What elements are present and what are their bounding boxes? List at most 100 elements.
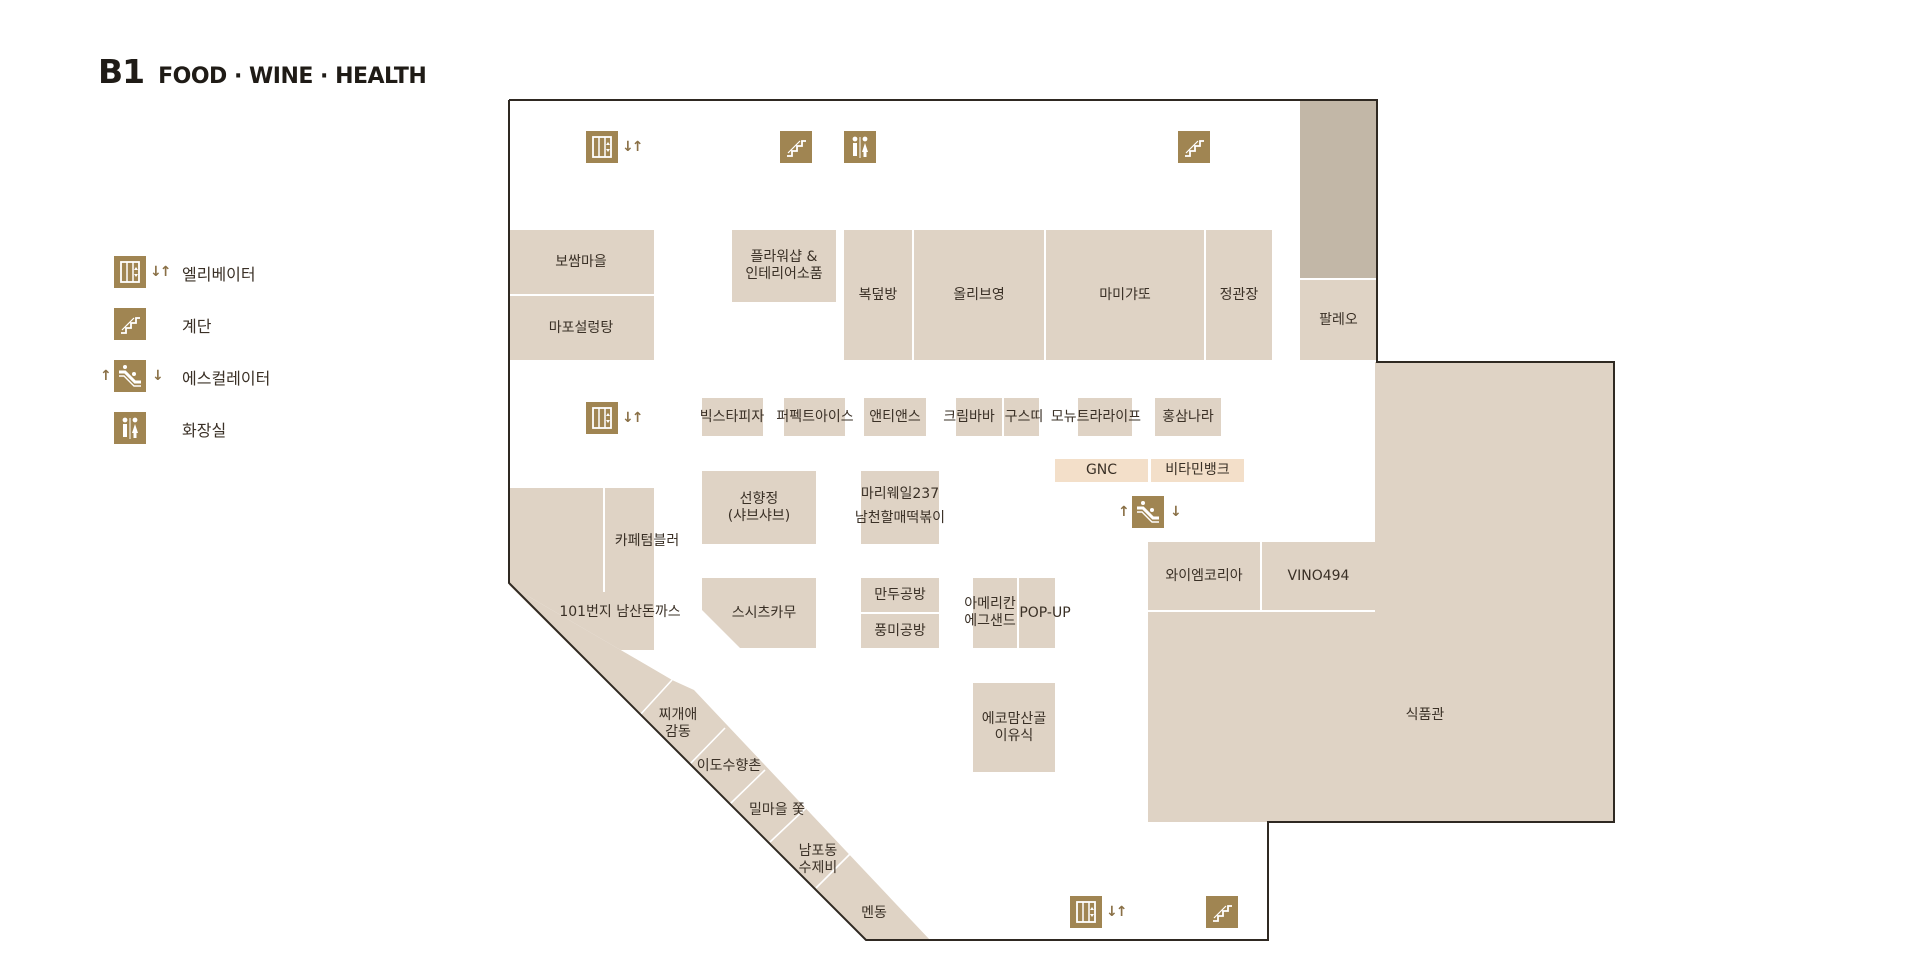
block-sushi: [702, 578, 816, 648]
store-monew[interactable]: 모뉴트라라이프: [1050, 408, 1142, 425]
block-mari: [861, 471, 939, 544]
store-american[interactable]: 아메리칸 에그샌드: [964, 596, 1016, 629]
store-mapo[interactable]: 마포설렁탕: [548, 319, 614, 336]
store-vino[interactable]: VINO494: [1287, 567, 1350, 584]
divider: [729, 769, 766, 805]
up-down-arrow-icon: ↓↑: [150, 264, 172, 280]
store-donkatsu[interactable]: 101번지 남산돈까스: [559, 603, 681, 620]
divider: [689, 727, 726, 765]
floor-title: B1 FOOD · WINE · HEALTH: [98, 52, 427, 91]
block-gray: [1300, 100, 1377, 278]
store-olive[interactable]: 올리브영: [953, 286, 1005, 303]
stairs-icon: [780, 131, 812, 163]
block-donkatsu: [509, 488, 672, 680]
block-food: [1148, 362, 1614, 822]
escalator-icon: [114, 360, 146, 392]
store-mandu[interactable]: 만두공방: [874, 586, 926, 603]
store-popup[interactable]: POP-UP: [1019, 604, 1071, 621]
block-cafe: [605, 488, 654, 592]
legend-restroom-label: 화장실: [182, 421, 227, 440]
stairs-icon: [1206, 896, 1238, 928]
block-krimbaba: [956, 398, 1002, 436]
block-flower: [732, 230, 836, 302]
block-popup: [1019, 578, 1055, 648]
elevator-icon: [586, 402, 618, 434]
elevator-icon: [1070, 896, 1102, 928]
block-mapo: [508, 296, 654, 360]
block-vitamin: [1151, 459, 1244, 482]
store-flower[interactable]: 플라워샵 & 인테리어소품: [745, 249, 823, 282]
stairs-icon: [114, 308, 146, 340]
store-cafe[interactable]: 카페텀블러: [614, 532, 680, 549]
store-gnc[interactable]: GNC: [1085, 462, 1118, 478]
gap-mask: [509, 590, 511, 592]
store-food[interactable]: 식품관: [1405, 706, 1445, 723]
store-hongsam[interactable]: 홍삼나라: [1162, 408, 1214, 425]
elevator-icon: [586, 131, 618, 163]
elevator-icon: [114, 256, 146, 288]
block-wine: [1148, 542, 1260, 610]
block-olive: [914, 230, 1044, 360]
store-seonhyang[interactable]: 선향정 (샤브샤브): [727, 490, 791, 524]
store-mari[interactable]: 마리웨일237: [860, 485, 940, 502]
up-arrow-icon: ↑: [1118, 504, 1130, 520]
store-mendong[interactable]: 멘동: [861, 904, 887, 921]
floor-subtitle: FOOD · WINE · HEALTH: [158, 64, 427, 89]
down-arrow-icon: ↓: [1170, 504, 1182, 520]
store-bokdeok[interactable]: 복덮방: [858, 286, 898, 303]
store-perfect[interactable]: 퍼펙트아이스: [776, 408, 854, 425]
store-bossam[interactable]: 보쌈마을: [555, 253, 607, 270]
store-wine[interactable]: 와이엠코리아: [1165, 567, 1243, 584]
block-monew: [1078, 398, 1132, 436]
block-diagonal-strip: [509, 585, 930, 940]
store-krimbaba[interactable]: 크림바바: [943, 408, 995, 425]
store-eco[interactable]: 에코맘산골 이유식: [981, 710, 1047, 744]
down-arrow-icon: ↓: [152, 368, 164, 384]
store-jjigae[interactable]: 찌개애 감동: [658, 707, 698, 740]
block-hongsam: [1155, 398, 1221, 436]
store-auntie[interactable]: 앤티앤스: [869, 408, 921, 425]
block-paleo: [1300, 280, 1377, 360]
block-seonhyang: [702, 471, 816, 544]
legend-escalator-label: 에스컬레이터: [182, 369, 271, 388]
store-pungmi[interactable]: 풍미공방: [874, 622, 926, 639]
block-perfect: [784, 398, 845, 436]
block-jeonggwanjang: [1206, 230, 1272, 360]
store-milmaeul[interactable]: 밀마을 쫓: [749, 801, 805, 818]
up-down-arrow-icon: ↓↑: [622, 410, 644, 426]
stairs-icon: [1178, 131, 1210, 163]
floor-number: B1: [98, 52, 145, 91]
divider: [769, 807, 807, 843]
block-vino: [1262, 542, 1375, 610]
store-bigstar[interactable]: 빅스타피자: [699, 408, 765, 425]
divider: [639, 679, 673, 716]
up-down-arrow-icon: ↓↑: [1106, 904, 1128, 920]
store-nampo[interactable]: 남포동 수제비: [798, 843, 838, 876]
block-bokdeok: [844, 230, 912, 360]
store-guseuddi[interactable]: 구스띠: [1004, 408, 1044, 425]
store-paleo[interactable]: 팔레오: [1319, 311, 1358, 328]
block-american: [973, 578, 1017, 648]
store-sushi[interactable]: 스시츠카무: [731, 604, 797, 621]
store-vitamin[interactable]: 비타민뱅크: [1165, 462, 1230, 478]
block-gnc: [1055, 459, 1148, 482]
divider: [815, 851, 853, 889]
block-mamigato: [1046, 230, 1204, 360]
store-namcheon[interactable]: 남천할매떡볶이: [854, 509, 946, 526]
legend-stairs-label: 계단: [182, 317, 212, 336]
restroom-icon: [844, 131, 876, 163]
up-down-arrow-icon: ↓↑: [622, 139, 644, 155]
block-pungmi: [861, 614, 939, 648]
up-arrow-icon: ↑: [100, 368, 112, 384]
restroom-icon: [114, 412, 146, 444]
block-eco: [973, 683, 1055, 772]
store-ido[interactable]: 이도수향촌: [696, 757, 762, 774]
escalator-icon: [1132, 496, 1164, 528]
store-jeonggwanjang[interactable]: 정관장: [1219, 286, 1259, 303]
store-mamigato[interactable]: 마미갸또: [1099, 286, 1151, 303]
block-guseuddi: [1004, 398, 1039, 436]
block-bigstar: [702, 398, 763, 436]
block-auntie: [864, 398, 926, 436]
block-mandu: [861, 578, 939, 612]
